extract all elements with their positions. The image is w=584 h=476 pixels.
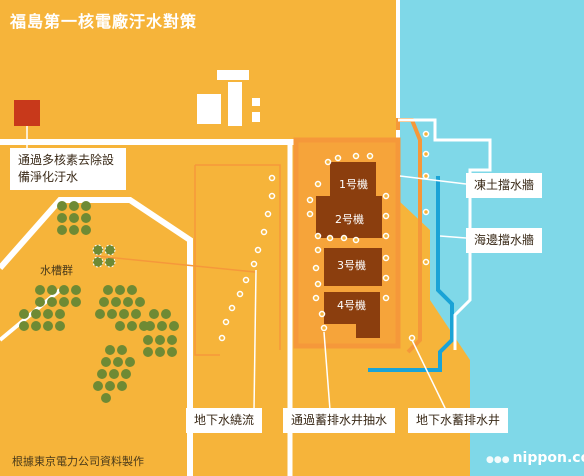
tank-group-4 bbox=[95, 285, 149, 331]
building-white-1 bbox=[217, 70, 249, 80]
source-note: 根據東京電力公司資料製作 bbox=[12, 455, 144, 468]
unit-1-label: 1号機 bbox=[339, 178, 368, 191]
subdrain-callout: 通過蓄排水井抽水 bbox=[283, 408, 396, 433]
map-title: 福島第一核電廠汙水對策 bbox=[10, 12, 198, 31]
tank-group-3 bbox=[19, 285, 81, 331]
tanks-label: 水槽群 bbox=[40, 264, 73, 277]
seaside-orange-line bbox=[396, 118, 422, 354]
leader-bypass bbox=[253, 269, 257, 411]
bypass-wells bbox=[218, 174, 276, 342]
sea-wall-callout: 海邊擋水牆 bbox=[466, 228, 543, 253]
brand-logo: ●●●nippon.com bbox=[486, 450, 584, 466]
seaside-impermeable-wall bbox=[368, 176, 454, 372]
tank-group-1 bbox=[57, 201, 91, 235]
reactor-building-3 bbox=[324, 248, 382, 286]
port-outline bbox=[398, 118, 492, 350]
building-white-5 bbox=[252, 112, 260, 122]
frozen-wall-callout: 凍土擋水牆 bbox=[466, 173, 543, 198]
alps-facility bbox=[14, 100, 40, 126]
brand-dots-icon: ●●● bbox=[486, 455, 510, 465]
tank-group-6 bbox=[93, 345, 135, 403]
brand-text: nippon.com bbox=[512, 450, 584, 466]
reactor-building-4 bbox=[324, 292, 380, 338]
unit-2-label: 2号機 bbox=[335, 213, 364, 226]
road-diagonal-1 bbox=[0, 197, 193, 476]
alps-callout: 通過多核素去除設備淨化汙水 bbox=[10, 148, 126, 190]
unit-4-label: 4号機 bbox=[337, 299, 366, 312]
bypass-callout: 地下水繞流 bbox=[186, 408, 263, 433]
tank-pipe bbox=[95, 255, 256, 273]
drain-callout: 地下水蓄排水井 bbox=[408, 408, 509, 433]
bypass-pipe bbox=[194, 164, 281, 356]
building-white-3 bbox=[228, 82, 242, 126]
leader-drain bbox=[411, 339, 447, 411]
building-white-4 bbox=[252, 98, 260, 106]
leader-frozen-wall bbox=[399, 175, 467, 185]
reactor-building-1 bbox=[330, 162, 376, 196]
leader-subdrain bbox=[323, 331, 331, 411]
leader-sea-wall bbox=[439, 235, 467, 239]
unit-3-label: 3号機 bbox=[337, 259, 366, 272]
tank-group-2 bbox=[92, 244, 116, 268]
reactor-building-2 bbox=[316, 196, 382, 238]
building-white-2 bbox=[197, 94, 221, 124]
subdrain-wells bbox=[306, 152, 390, 332]
tank-group-5 bbox=[143, 309, 179, 357]
